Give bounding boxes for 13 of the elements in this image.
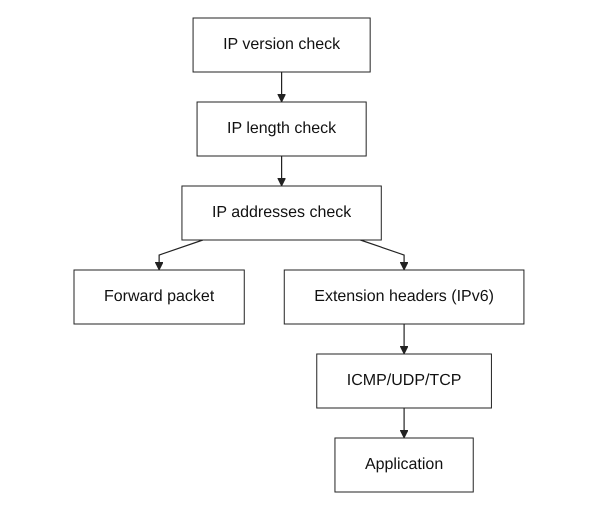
node-box: IP addresses check	[180, 185, 382, 240]
arrow	[276, 72, 286, 102]
arrow	[154, 238, 203, 270]
node-box: IP length check	[196, 101, 366, 156]
arrow	[399, 408, 408, 438]
arrow	[276, 156, 286, 186]
arrow	[399, 324, 408, 354]
node-box: Forward packet	[73, 269, 244, 324]
node-box: Application	[334, 437, 474, 492]
node-box: ICMP/UDP/TCP	[316, 353, 492, 408]
node-box: Extension headers (IPv6)	[283, 269, 524, 324]
arrow	[360, 238, 408, 270]
node-box: IP version check	[192, 17, 370, 72]
